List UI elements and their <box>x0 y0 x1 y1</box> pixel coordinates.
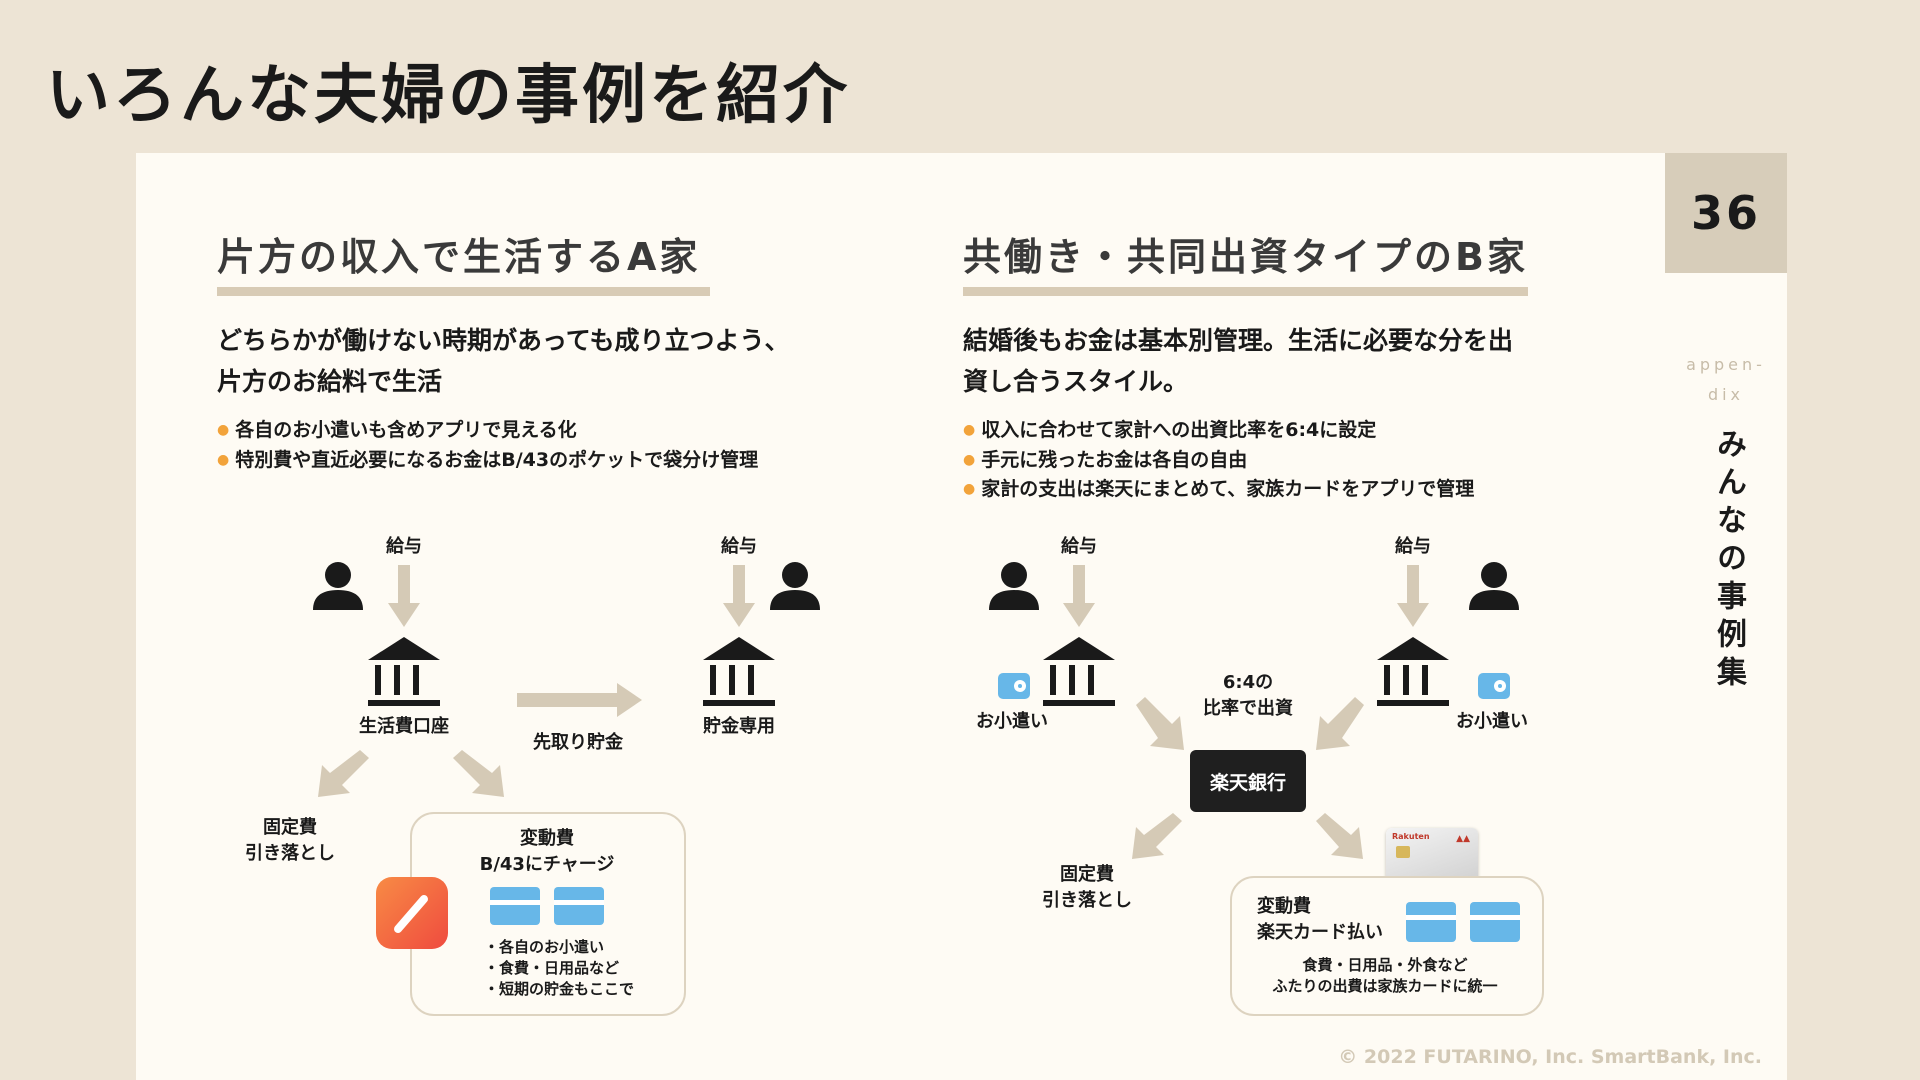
variable-cost-line: 楽天カード払い <box>1257 922 1383 943</box>
card-chip-icon <box>1396 846 1410 858</box>
section-b-title: 共働き・共同出資タイプのB家 <box>963 235 1528 279</box>
wallet-icon-right <box>1478 673 1510 699</box>
transfer-label: 先取り貯金 <box>533 732 623 753</box>
arrow-to-variable-cost <box>1316 813 1363 859</box>
appendix-label: appen- dix <box>1665 350 1787 410</box>
salary-label-left: 給与 <box>386 536 422 557</box>
card-mark-icon: ▲▲ <box>1456 834 1470 844</box>
fixed-cost-line: 固定費 <box>263 817 317 838</box>
section-b-bullets: 収入に合わせて家計への出資比率を6:4に設定 手元に残ったお金は各自の自由 家計… <box>963 416 1474 505</box>
bullet-item: 各自のお小遣いも含めアプリで見える化 <box>217 416 758 446</box>
fixed-cost-line: 引き落とし <box>245 843 335 864</box>
arrow-salary-left-down <box>388 565 420 627</box>
section-a-lead: どちらかが働けない時期があっても成り立つよう、 片方のお給料で生活 <box>217 320 790 402</box>
variable-item: ・各自のお小遣い <box>484 938 605 956</box>
fixed-cost-line: 引き落とし <box>1042 890 1132 911</box>
payment-card-icon <box>554 887 604 925</box>
lead-line: どちらかが働けない時期があっても成り立つよう、 <box>217 326 790 355</box>
person-icon-left <box>313 562 363 610</box>
lead-line: 結婚後もお金は基本別管理。生活に必要な分を出 <box>963 326 1514 355</box>
savings-account-label: 貯金専用 <box>703 716 775 737</box>
variable-cost-box-a <box>410 812 686 1016</box>
ratio-line: 比率で出資 <box>1203 698 1293 719</box>
arrow-salary-right-down <box>1397 565 1429 627</box>
bullet-item: 手元に残ったお金は各自の自由 <box>963 446 1474 476</box>
bullet-item: 家計の支出は楽天にまとめて、家族カードをアプリで管理 <box>963 475 1474 505</box>
contribution-ratio-label: 6:4の 比率で出資 <box>1203 670 1293 722</box>
arrow-to-fixed-cost <box>1132 813 1182 859</box>
arrow-right-to-bank <box>1316 697 1364 750</box>
b43-app-icon <box>376 877 448 949</box>
person-icon-left <box>989 562 1039 610</box>
lead-line: 片方のお給料で生活 <box>217 367 443 396</box>
allowance-label-right: お小遣い <box>1456 711 1528 732</box>
salary-label-right: 給与 <box>1395 536 1431 557</box>
payment-card-icon <box>1470 902 1520 942</box>
fixed-cost-line: 固定費 <box>1060 864 1114 885</box>
bullet-item: 特別費や直近必要になるお金はB/43のポケットで袋分け管理 <box>217 446 758 476</box>
page-title: いろんな夫婦の事例を紹介 <box>46 59 850 133</box>
variable-item: ・食費・日用品など <box>484 959 620 977</box>
salary-label-left: 給与 <box>1061 536 1097 557</box>
payment-card-icon <box>490 887 540 925</box>
variable-note-b: 食費・日用品・外食など ふたりの出費は家族カードに統一 <box>1272 955 1497 997</box>
person-icon-right <box>770 562 820 610</box>
variable-cost-box-b <box>1230 876 1544 1016</box>
payment-card-icon <box>1406 902 1456 942</box>
fixed-cost-label: 固定費 引き落とし <box>245 815 335 867</box>
variable-note-line: ふたりの出費は家族カードに統一 <box>1272 977 1498 995</box>
allowance-label-left: お小遣い <box>976 711 1048 732</box>
bullet-item: 収入に合わせて家計への出資比率を6:4に設定 <box>963 416 1474 446</box>
person-icon-right <box>1469 562 1519 610</box>
bank-icon-savings <box>703 637 775 706</box>
vertical-section-title: みんなの事例集 <box>1711 428 1746 694</box>
arrow-salary-left-down <box>1063 565 1095 627</box>
arrow-salary-right-down <box>723 565 755 627</box>
copyright-text: © 2022 FUTARINO, Inc. SmartBank, Inc. <box>1338 1046 1762 1068</box>
arrow-to-fixed-cost <box>318 750 369 797</box>
variable-cost-label-a: 変動費 B/43にチャージ <box>480 826 615 878</box>
lead-line: 資し合うスタイル。 <box>963 367 1189 396</box>
bank-icon-right <box>1377 637 1449 706</box>
appendix-line: appen- <box>1686 355 1766 374</box>
wallet-icon-left <box>998 673 1030 699</box>
variable-note-line: 食費・日用品・外食など <box>1302 956 1468 974</box>
variable-items-list: ・各自のお小遣い ・食費・日用品など ・短期の貯金もここで <box>484 937 634 1000</box>
ratio-line: 6:4の <box>1222 672 1274 693</box>
variable-cost-line: 変動費 <box>520 828 574 849</box>
arrow-left-to-bank <box>1136 697 1184 750</box>
section-b-underline <box>963 287 1528 296</box>
variable-item: ・短期の貯金もここで <box>484 980 635 998</box>
bank-icon-living <box>368 637 440 706</box>
living-account-label: 生活費口座 <box>359 716 449 737</box>
section-a-bullets: 各自のお小遣いも含めアプリで見える化 特別費や直近必要になるお金はB/43のポケ… <box>217 416 758 475</box>
salary-label-right: 給与 <box>721 536 757 557</box>
section-b-lead: 結婚後もお金は基本別管理。生活に必要な分を出 資し合うスタイル。 <box>963 320 1513 402</box>
appendix-line: dix <box>1707 385 1745 404</box>
rakuten-bank-node: 楽天銀行 <box>1190 750 1306 812</box>
variable-cost-label-b: 変動費 楽天カード払い <box>1257 894 1383 946</box>
fixed-cost-label: 固定費 引き落とし <box>1042 862 1132 914</box>
card-logo: Rakuten <box>1392 832 1430 841</box>
section-a-title: 片方の収入で生活するA家 <box>217 235 701 279</box>
section-a-underline <box>217 287 710 296</box>
bank-icon-left <box>1043 637 1115 706</box>
arrow-to-variable-cost <box>453 750 504 797</box>
variable-cost-line: 変動費 <box>1257 896 1311 917</box>
variable-cost-line: B/43にチャージ <box>479 854 615 875</box>
page-number: 36 <box>1665 153 1787 273</box>
arrow-savings-transfer <box>517 683 642 717</box>
